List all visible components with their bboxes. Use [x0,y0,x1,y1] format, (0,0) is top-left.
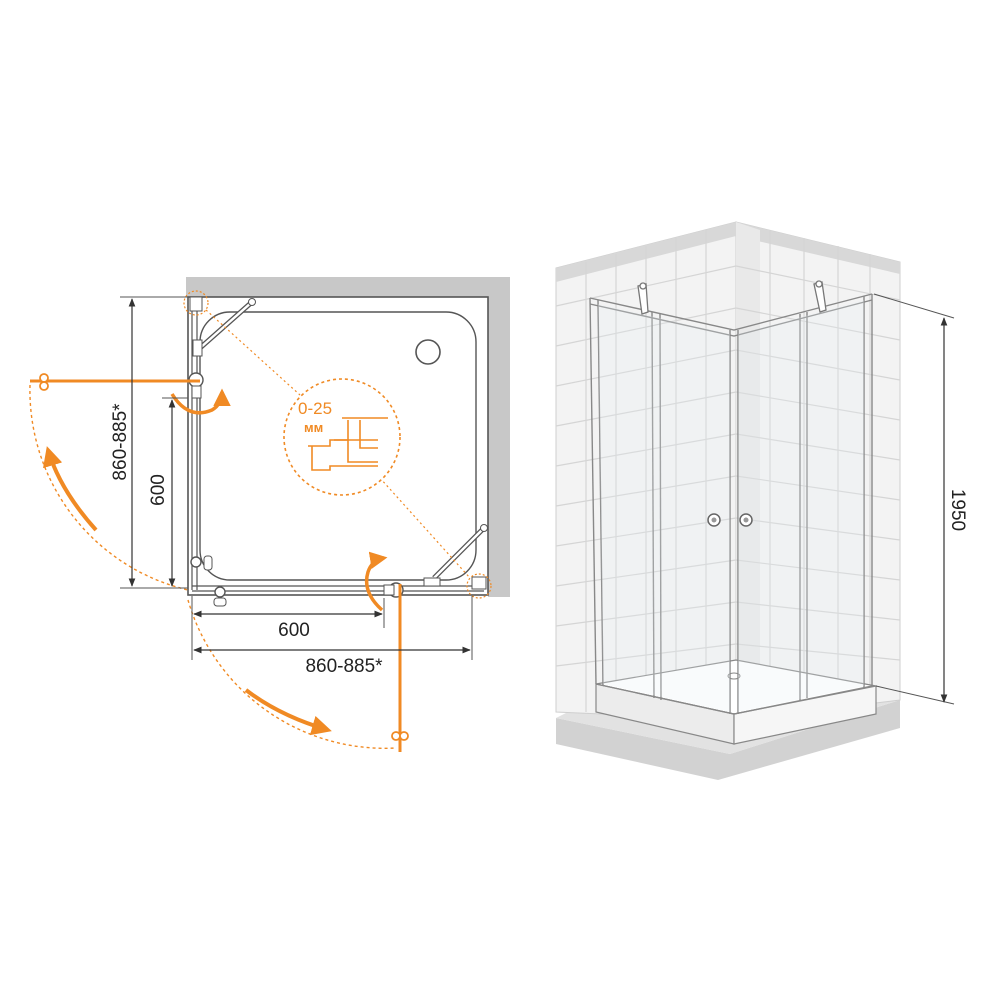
elevation-drain-icon [727,672,741,680]
rotate-arrow-left-icon [170,388,231,415]
side-wall [488,277,510,597]
rotate-arrow-bottom-icon [364,551,388,612]
left-wall-tiles [555,230,737,718]
elevation-view: 1950 [555,221,968,780]
hinge-bottom-icon [213,586,227,607]
detail-unit-label: мм [304,420,323,435]
wall-profile-right [471,576,487,590]
hinge-bottom-left-icon [190,555,213,571]
detail-marker-top [183,290,209,316]
dimension-left-total-label: 860-885* [110,403,131,481]
dimension-left-total: 860-885* [110,296,188,589]
profile-detail-icon [308,417,388,471]
swing-arc-bottom [187,599,397,749]
dimension-left-inner-label: 600 [148,474,169,506]
detail-marker-bottom [466,573,492,599]
dimension-height-label: 1950 [947,489,968,531]
detail-range-label: 0-25 [298,399,332,418]
dimension-height: 1950 [873,293,968,705]
swing-arrow-left-icon [43,446,98,532]
drain-icon [415,339,441,365]
dimension-bottom-total: 860-885* [193,596,473,677]
door-knob-left-icon [707,513,721,527]
detail-callout [283,378,401,496]
swing-arrow-bottom-icon [244,688,332,736]
dimension-bottom-inner-label: 600 [278,620,310,641]
wall-bracket-right-icon [813,280,827,313]
back-wall [186,277,510,297]
stabilizer-bar-bottom [423,524,488,587]
dimension-left-inner: 600 [148,397,188,587]
door-open-bottom-handle-icon [391,731,409,741]
door-knob-right-icon [739,513,753,527]
plan-view: 0-25 мм 860-885* 600 600 [29,277,510,752]
tray-basin [199,311,477,581]
right-wall-tiles [735,230,901,716]
dimension-bottom-inner: 600 [191,596,385,660]
wall-profile-top [189,296,203,312]
stabilizer-bar-top [192,298,256,357]
swing-arc-left [29,384,189,591]
glass-enclosure [589,293,873,715]
door-open-left-handle-icon [39,373,49,391]
dimension-bottom-total-label: 860-885* [305,656,383,677]
floor [556,700,900,780]
wall-bracket-left-icon [637,282,649,315]
